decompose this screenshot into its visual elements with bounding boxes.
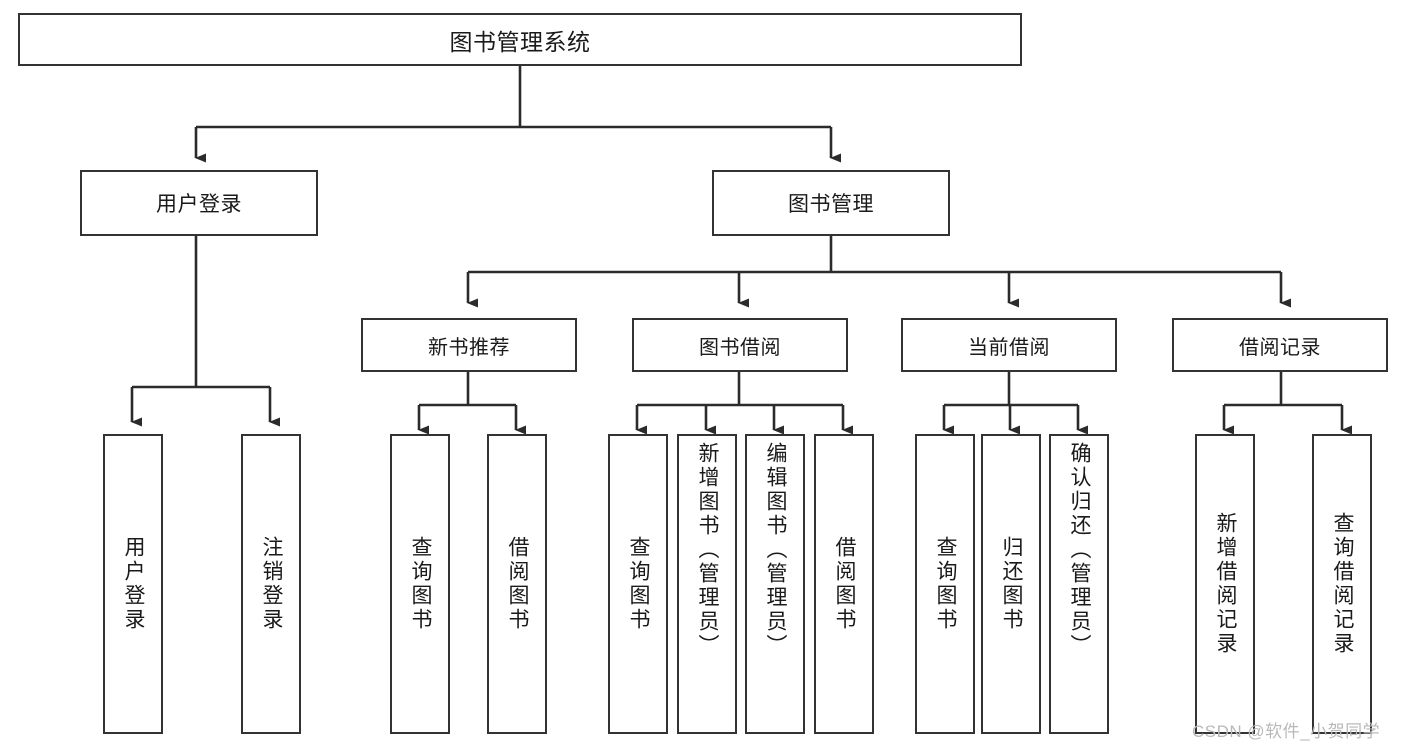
node-leaf-return-book[interactable]: 归还图书 <box>981 434 1041 734</box>
node-label: 借阅图书 <box>506 536 530 632</box>
node-book-management[interactable]: 图书管理 <box>712 170 950 236</box>
node-root-book-management-system[interactable]: 图书管理系统 <box>18 13 1022 66</box>
node-leaf-user-login[interactable]: 用户登录 <box>103 434 163 734</box>
node-leaf-borrow-book[interactable]: 借阅图书 <box>814 434 874 734</box>
node-label: 用户登录 <box>156 193 242 216</box>
node-label: 新增借阅记录 <box>1214 512 1238 656</box>
node-label: 查询图书 <box>934 536 958 632</box>
node-current-borrow[interactable]: 当前借阅 <box>901 318 1117 372</box>
node-label: 图书管理系统 <box>449 28 591 55</box>
node-borrow-record[interactable]: 借阅记录 <box>1172 318 1388 372</box>
node-label: 新增图书（管理员） <box>696 442 720 658</box>
node-leaf-query-borrow-record[interactable]: 查询借阅记录 <box>1312 434 1372 734</box>
node-label: 编辑图书（管理员） <box>764 442 788 658</box>
node-label: 当前借阅 <box>968 336 1050 359</box>
node-label: 图书管理 <box>788 193 874 216</box>
node-leaf-add-book-admin[interactable]: 新增图书（管理员） <box>677 434 737 734</box>
node-label: 借阅图书 <box>833 536 857 632</box>
node-book-borrow[interactable]: 图书借阅 <box>632 318 848 372</box>
node-label: 查询图书 <box>627 536 651 632</box>
node-label: 图书借阅 <box>699 336 781 359</box>
node-user-login[interactable]: 用户登录 <box>80 170 318 236</box>
node-leaf-add-borrow-record[interactable]: 新增借阅记录 <box>1195 434 1255 734</box>
node-leaf-edit-book-admin[interactable]: 编辑图书（管理员） <box>745 434 805 734</box>
node-leaf-borrow-book-newbook[interactable]: 借阅图书 <box>487 434 547 734</box>
node-label: 查询图书 <box>409 536 433 632</box>
node-new-book-recommendation[interactable]: 新书推荐 <box>361 318 577 372</box>
node-leaf-query-book-current[interactable]: 查询图书 <box>915 434 975 734</box>
node-label: 新书推荐 <box>428 336 510 359</box>
node-label: 用户登录 <box>122 536 146 632</box>
node-label: 借阅记录 <box>1239 336 1321 359</box>
node-leaf-query-book-borrow[interactable]: 查询图书 <box>608 434 668 734</box>
node-label: 注销登录 <box>260 536 284 632</box>
node-label: 查询借阅记录 <box>1331 512 1355 656</box>
node-leaf-logout[interactable]: 注销登录 <box>241 434 301 734</box>
node-leaf-query-book-newbook[interactable]: 查询图书 <box>390 434 450 734</box>
node-leaf-confirm-return-admin[interactable]: 确认归还（管理员） <box>1049 434 1109 734</box>
node-label: 归还图书 <box>1000 536 1024 632</box>
watermark: CSDN @软件_小贺同学 <box>1192 722 1381 741</box>
node-label: 确认归还（管理员） <box>1068 442 1092 658</box>
